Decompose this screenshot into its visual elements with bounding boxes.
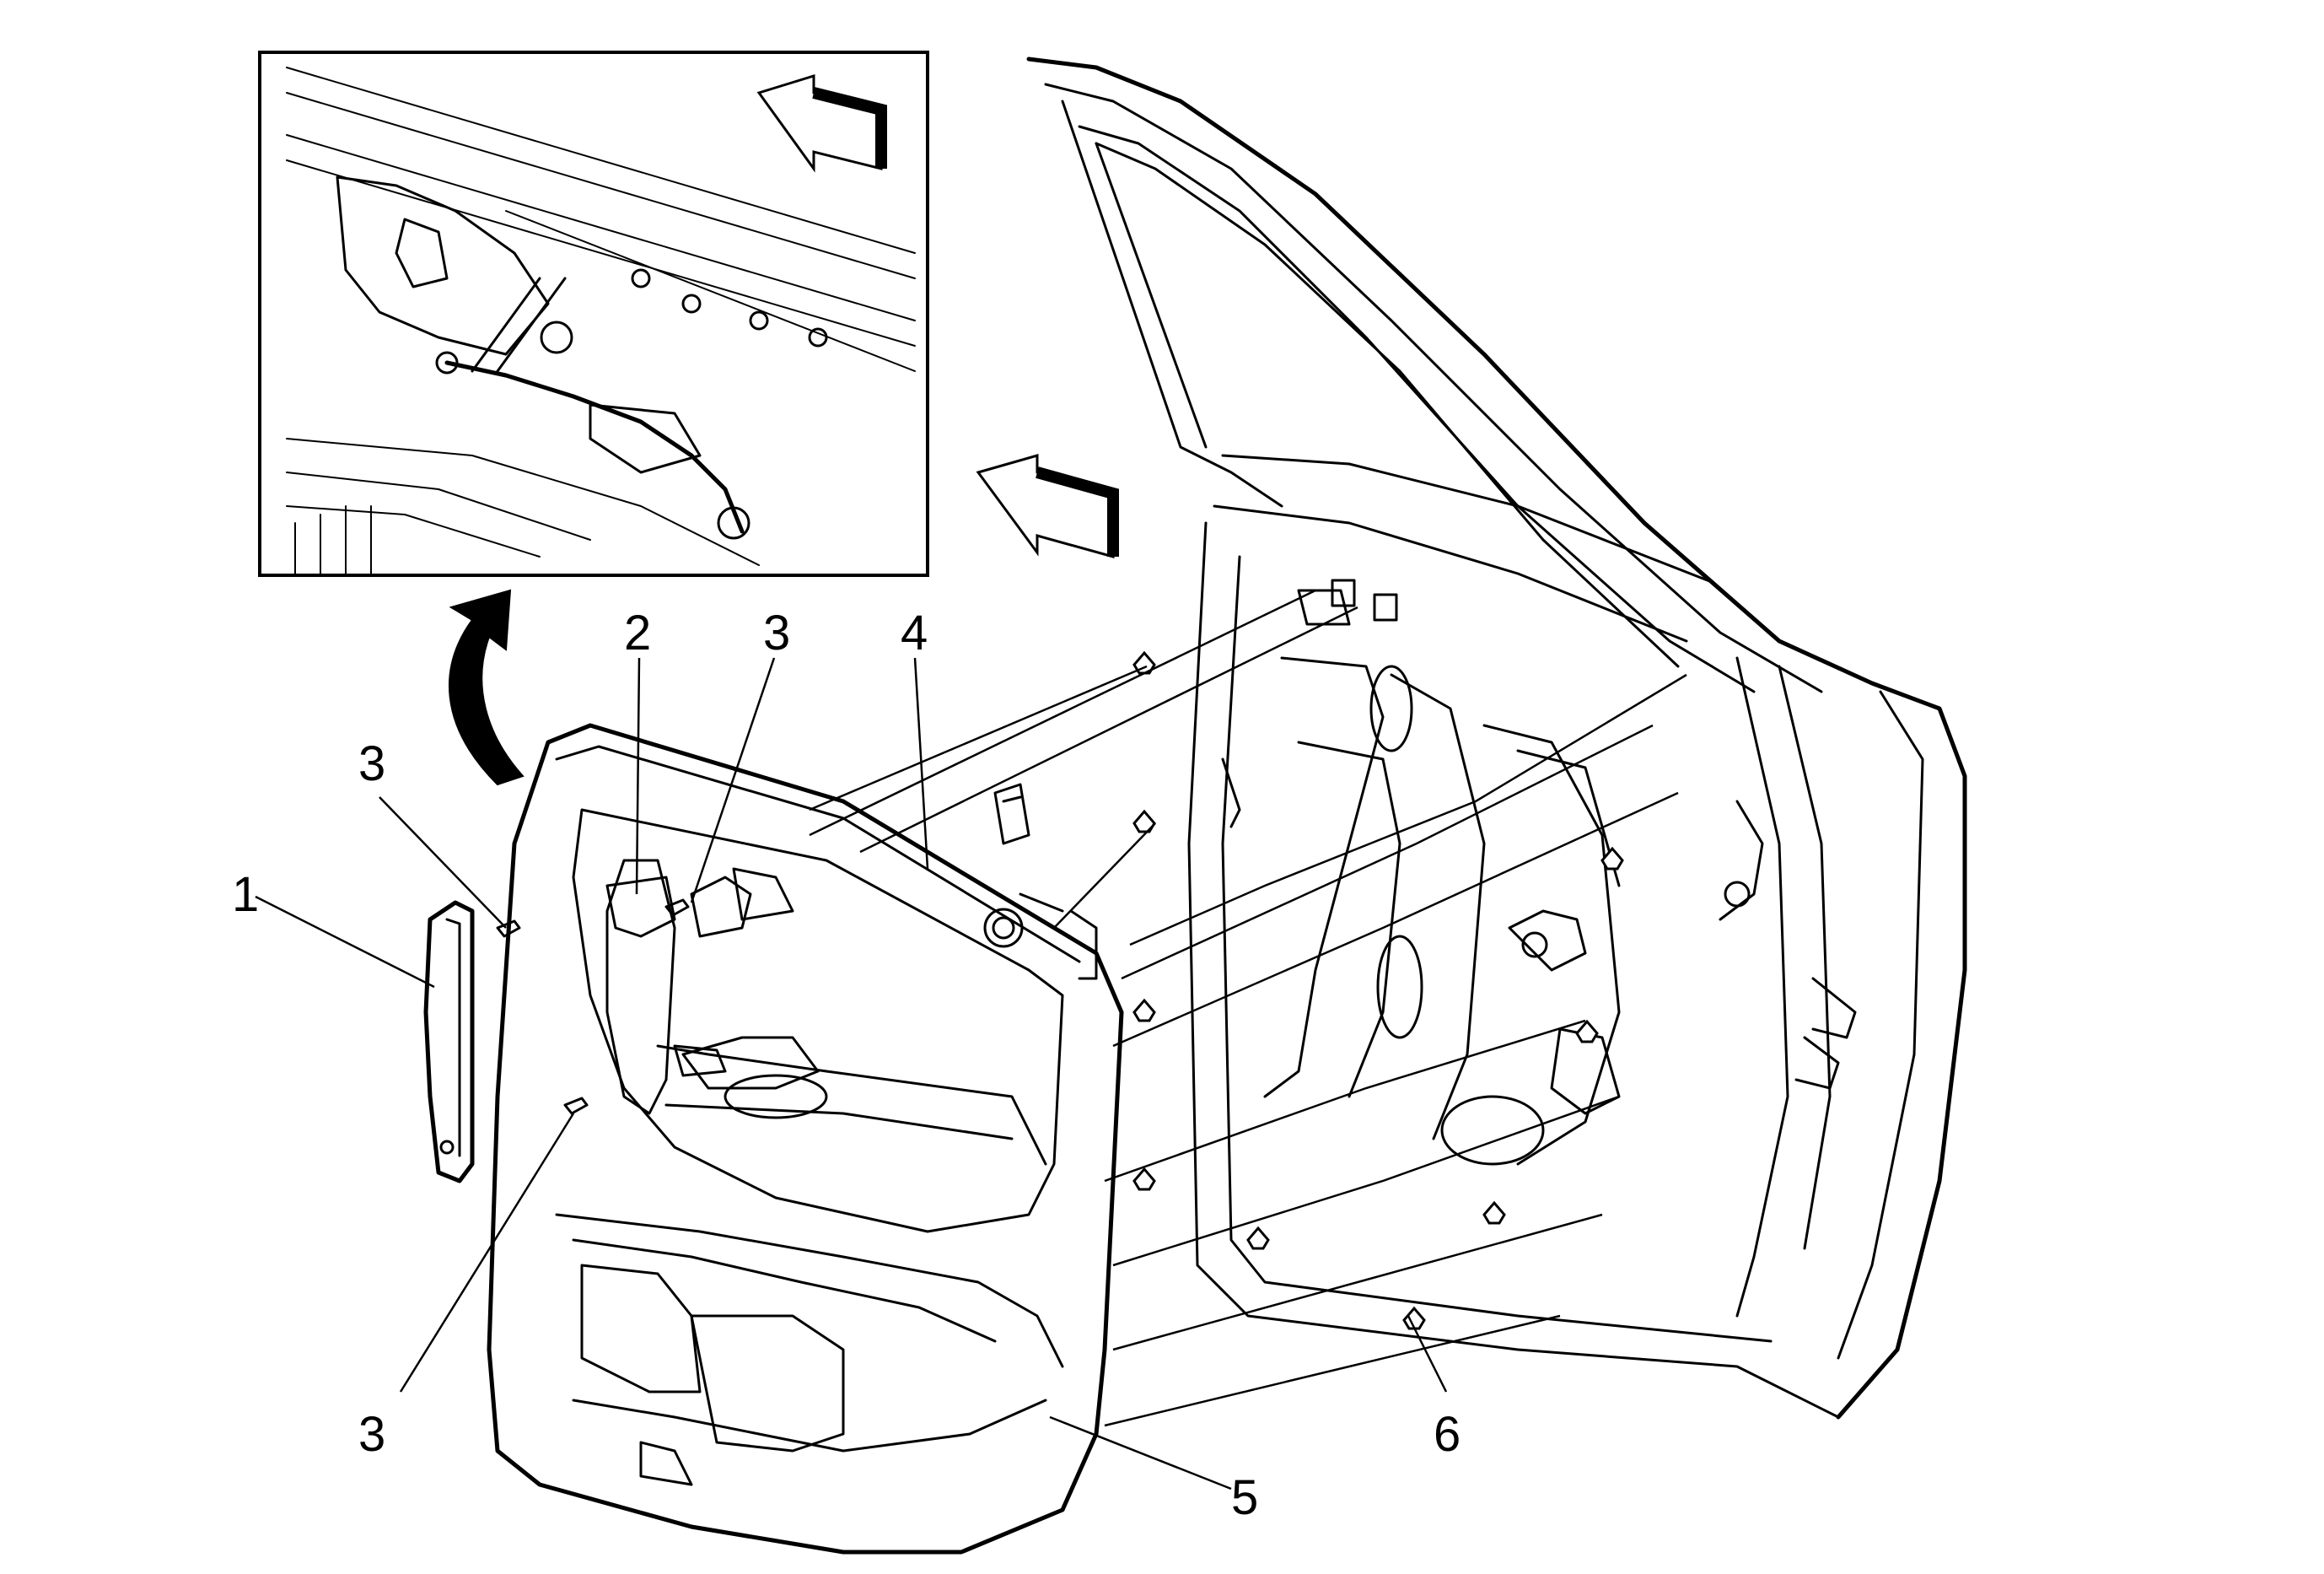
inset-detail-view: [258, 51, 929, 577]
door-clips: [1132, 650, 1624, 1330]
screw: [664, 898, 690, 917]
callout-leaders: [255, 657, 1448, 1490]
clip: [1575, 1019, 1599, 1043]
pull-handle-part-2: [605, 876, 676, 938]
callout-labels: 1 2 3 3 3 4 5 6: [232, 606, 1461, 1525]
clip: [1482, 1200, 1506, 1225]
screw: [563, 1097, 589, 1115]
clip: [1246, 1226, 1270, 1250]
screw: [496, 919, 521, 938]
handle-bezel-part-1: [423, 900, 475, 1183]
main-direction-arrow: [976, 454, 1119, 558]
callout-4: 4: [901, 606, 928, 660]
view-reference-arrow: [448, 589, 525, 786]
callout-1: 1: [232, 867, 259, 922]
callout-3-left: 3: [358, 736, 385, 791]
callout-6: 6: [1434, 1407, 1461, 1462]
clip: [1402, 1306, 1426, 1330]
clip: [1132, 998, 1156, 1022]
clip: [1600, 846, 1624, 871]
callout-2: 2: [624, 606, 651, 660]
door-trim-panel: [487, 723, 1124, 1555]
door-inner-structure: [1026, 57, 1967, 1420]
callout-3-top: 3: [763, 606, 790, 660]
inset-direction-arrow: [756, 73, 887, 173]
inset-door-frame-lines: [286, 67, 916, 574]
clip: [1132, 1167, 1156, 1191]
callout-3-bottom: 3: [358, 1407, 385, 1462]
switch-part-4: [993, 783, 1030, 845]
alignment-lines: [809, 589, 1687, 1427]
callout-5: 5: [1231, 1470, 1258, 1525]
screws: [496, 898, 690, 1115]
inset-release-cable: [435, 277, 750, 540]
